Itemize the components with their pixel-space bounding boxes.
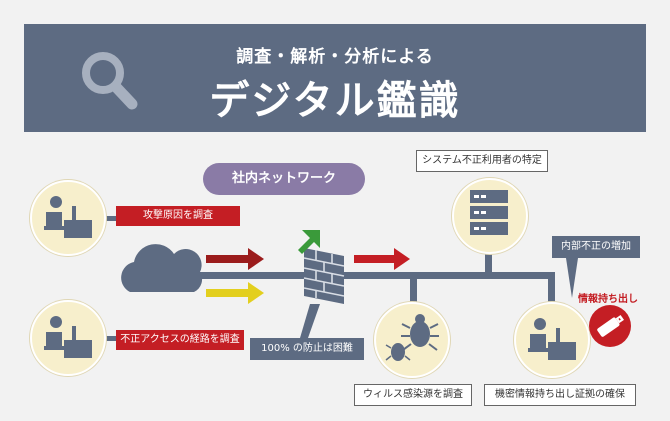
magnifier-icon (82, 52, 138, 110)
banner-title: デジタル鑑識 (209, 78, 461, 124)
network-label: 社内ネットワーク (203, 163, 365, 195)
info-leak-label: 情報持ち出し (578, 294, 638, 305)
arrow-icon (354, 248, 410, 270)
person-computer-icon (44, 316, 92, 358)
server-icon (470, 190, 508, 235)
arrow-icon (298, 230, 320, 254)
network-wire-user (548, 276, 555, 304)
user-identification-label: システム不正利用者の特定 (416, 150, 548, 172)
header-banner: 調査・解析・分析による デジタル鑑識 (24, 24, 646, 132)
internal-fraud-label: 内部不正の増加 (552, 236, 640, 258)
person-computer-icon (44, 196, 92, 238)
attacker-node-bottom (30, 300, 106, 376)
firewall-icon (303, 248, 345, 304)
network-wire-server (485, 245, 492, 276)
usb-drive-icon (589, 305, 631, 347)
pc-wire-top (104, 216, 118, 221)
callout-pointer (300, 304, 320, 338)
unauthorized-route-label: 不正アクセスの経路を調査 (116, 330, 244, 350)
callout-pointer (566, 258, 578, 298)
pc-wire-bottom (104, 336, 118, 341)
firewall-note: 100% の防止は困難 (250, 338, 364, 360)
cloud-icon (121, 244, 203, 292)
virus-source-label: ウィルス感染源を調査 (354, 384, 472, 406)
arrow-icon (206, 282, 264, 304)
person-computer-icon (528, 318, 576, 360)
attacker-node-top (30, 180, 106, 256)
network-wire-main (160, 272, 555, 279)
bug-icon (385, 314, 439, 361)
leak-evidence-label: 機密情報持ち出し証拠の確保 (484, 384, 636, 406)
attack-cause-label: 攻撃原因を調査 (116, 206, 240, 226)
banner-subtitle: 調査・解析・分析による (236, 47, 434, 67)
network-wire-bug (410, 276, 417, 304)
arrow-icon (206, 248, 264, 270)
internal-user-node (514, 302, 590, 378)
